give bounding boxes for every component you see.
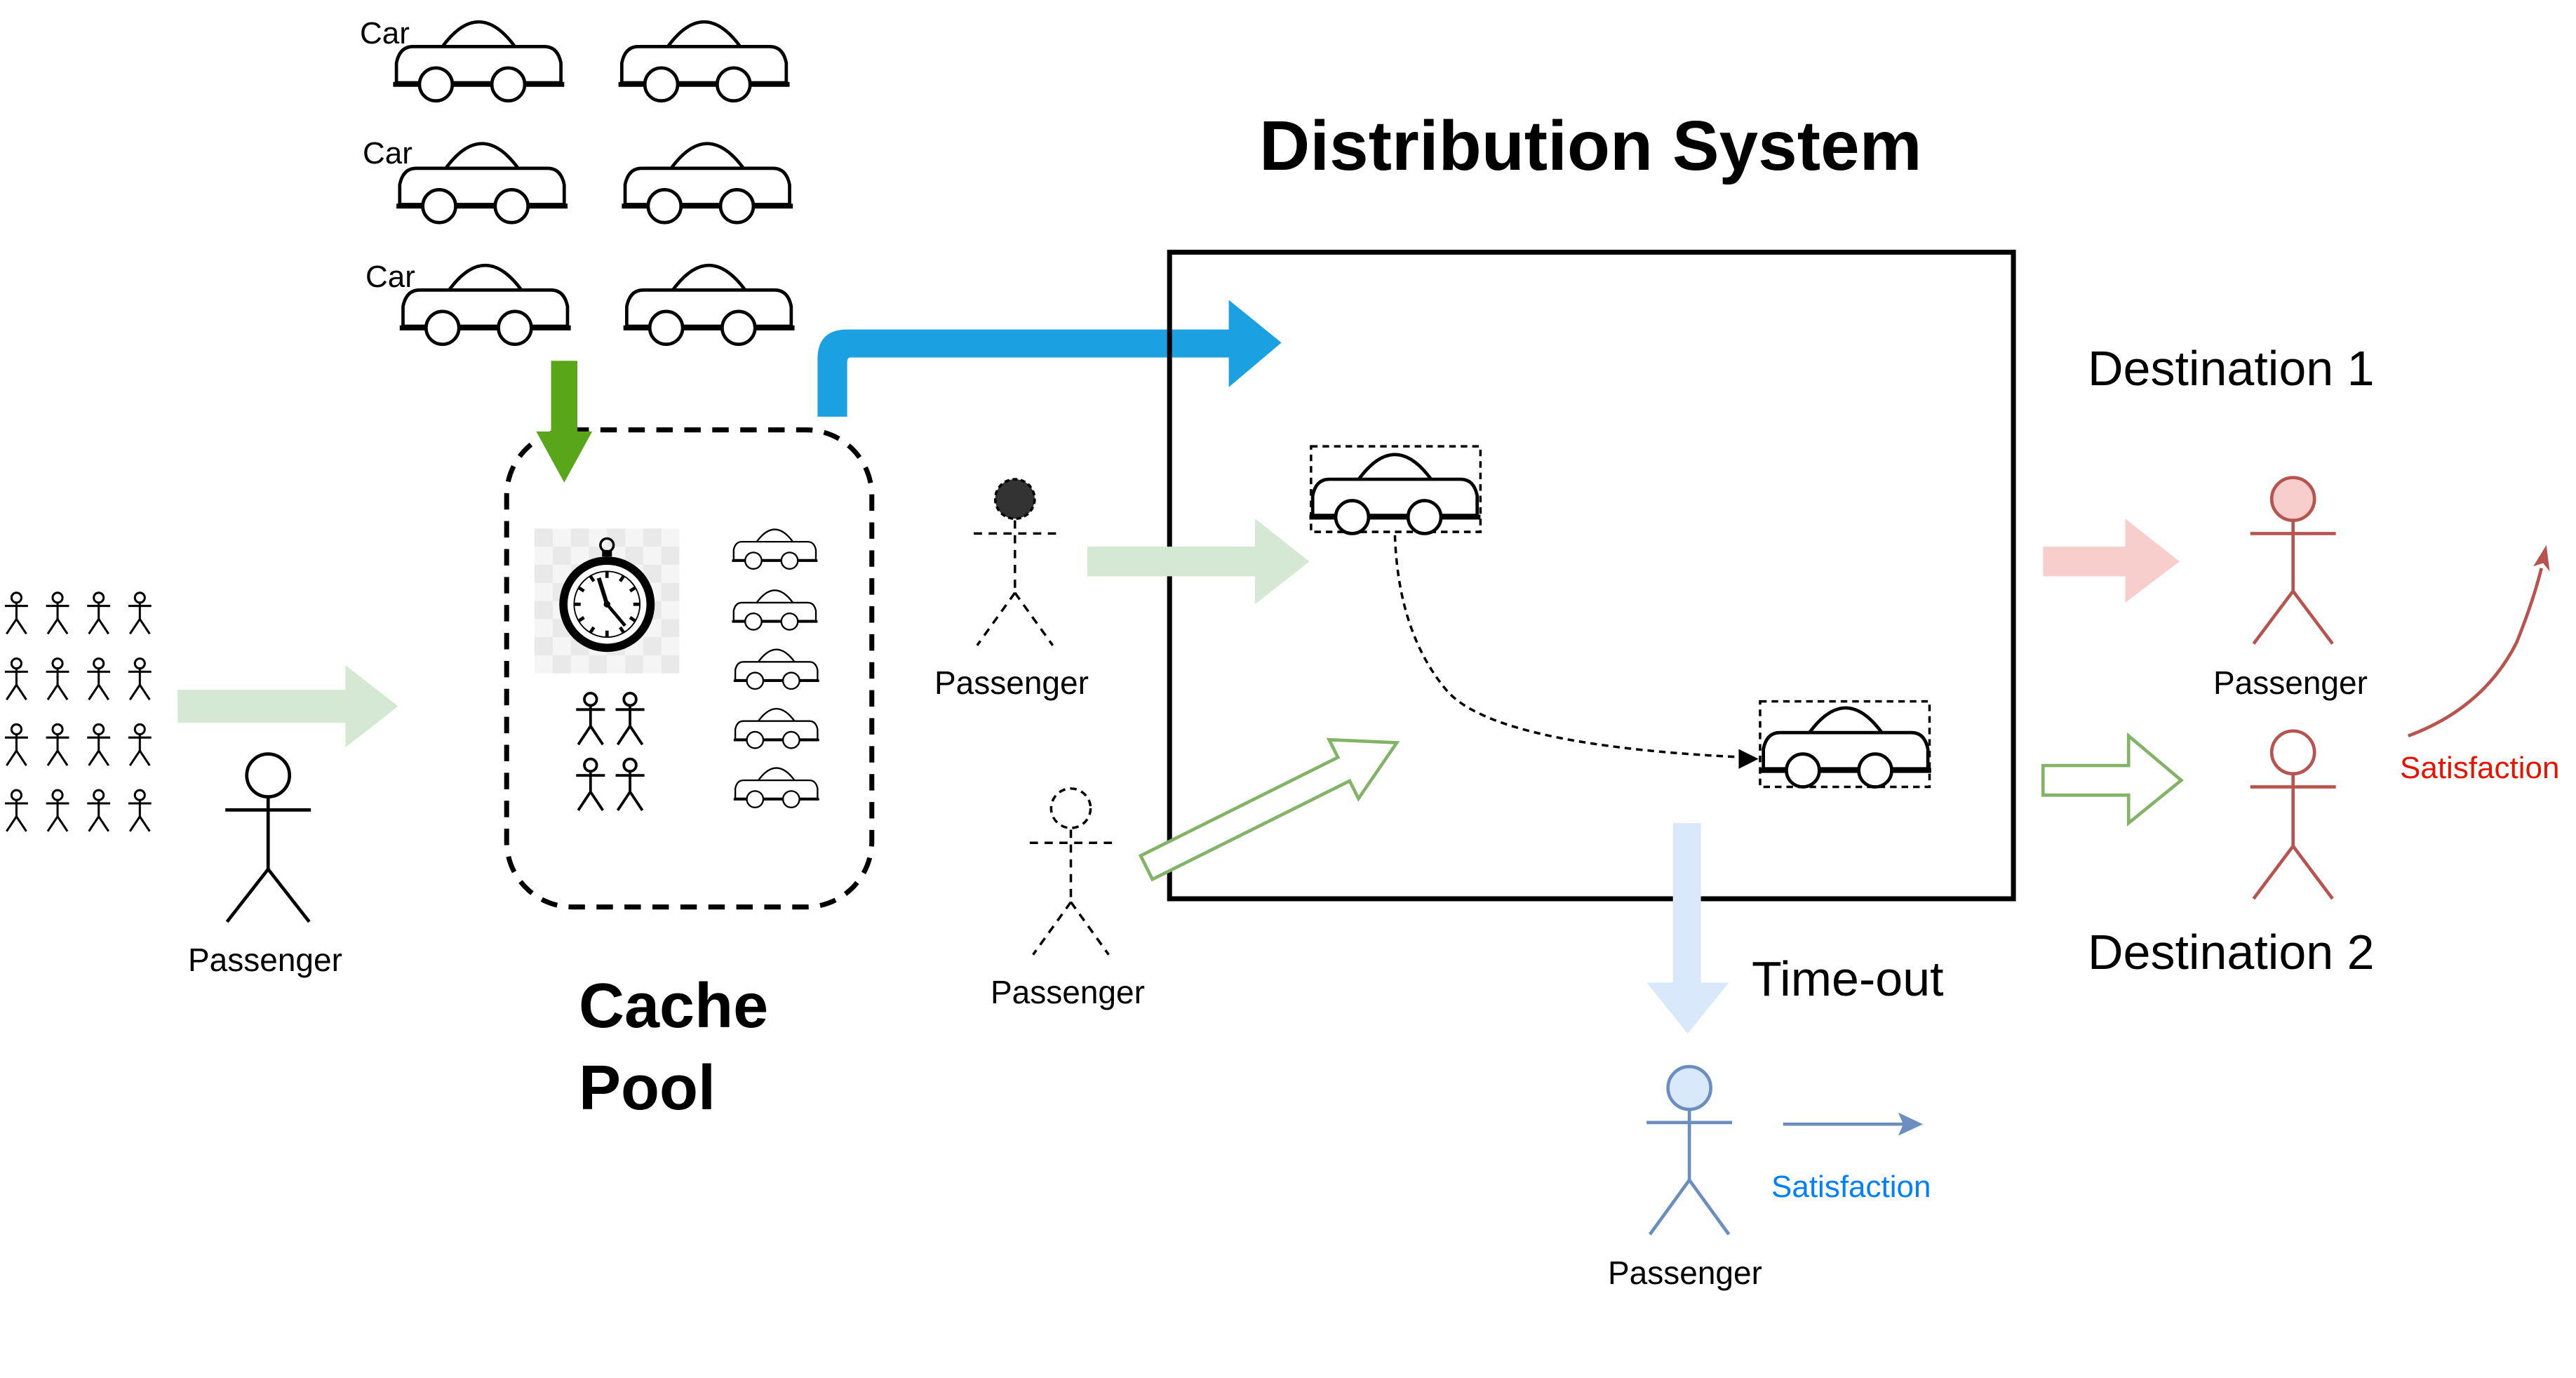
cache-passengers-icon bbox=[575, 691, 646, 812]
car-icon bbox=[400, 265, 571, 344]
cache-pool-box bbox=[504, 427, 875, 910]
timeout-arrow bbox=[1646, 823, 1729, 1034]
destination-2-arrow bbox=[2041, 732, 2184, 827]
car-label: Car bbox=[363, 136, 412, 170]
satisfaction-arrow-red bbox=[2408, 544, 2550, 738]
satisfaction-arrow-blue bbox=[1783, 1112, 1924, 1136]
car-label: Car bbox=[365, 260, 415, 294]
cars-to-cache-arrow bbox=[536, 361, 593, 483]
passenger-label: Passenger bbox=[991, 974, 1145, 1010]
destination-2-label: Destination 2 bbox=[2088, 925, 2375, 979]
passenger-label: Passenger bbox=[934, 664, 1089, 701]
dispatched-passenger-icon bbox=[974, 478, 1058, 646]
passenger-label: Passenger bbox=[1608, 1255, 1762, 1291]
car-label: Car bbox=[360, 16, 410, 51]
cache-to-system-arrow bbox=[817, 300, 1282, 417]
destination-1-arrow bbox=[2043, 519, 2180, 603]
destination-2-passenger-icon bbox=[2250, 729, 2336, 900]
satisfaction-label-blue: Satisfaction bbox=[1771, 1170, 1931, 1204]
passenger-to-system-arrow bbox=[1087, 519, 1310, 605]
car-icon bbox=[624, 265, 795, 344]
destination-1-label: Destination 1 bbox=[2088, 341, 2375, 396]
passenger-label: Passenger bbox=[188, 942, 342, 978]
arrived-car-icon bbox=[1760, 700, 1931, 787]
car-icon bbox=[619, 22, 790, 101]
passenger-entry-arrow bbox=[1138, 737, 1400, 882]
satisfaction-label-red: Satisfaction bbox=[2400, 751, 2560, 785]
route-path bbox=[1393, 535, 1759, 769]
cache-pool-title: Cache Pool bbox=[579, 965, 768, 1130]
destination-1-passenger-icon bbox=[2250, 476, 2336, 645]
input-arrow bbox=[177, 665, 398, 748]
distribution-system-title: Distribution System bbox=[1259, 107, 1922, 185]
timeout-label: Time-out bbox=[1752, 951, 1944, 1006]
assigned-car-icon bbox=[1309, 445, 1480, 533]
cache-pool-title-line1: Cache bbox=[579, 971, 769, 1041]
car-icon bbox=[396, 144, 568, 223]
timeout-passenger-icon bbox=[1646, 1064, 1733, 1236]
waiting-passenger-icon bbox=[1029, 787, 1114, 956]
cache-cars-icon bbox=[730, 528, 821, 809]
passenger-icon bbox=[225, 752, 311, 923]
cache-pool-title-line2: Pool bbox=[579, 1053, 716, 1123]
car-icon bbox=[622, 144, 793, 223]
passenger-crowd-icon bbox=[4, 591, 153, 833]
clock-icon bbox=[535, 528, 680, 674]
car-icon bbox=[393, 22, 564, 101]
passenger-label: Passenger bbox=[2213, 664, 2368, 701]
